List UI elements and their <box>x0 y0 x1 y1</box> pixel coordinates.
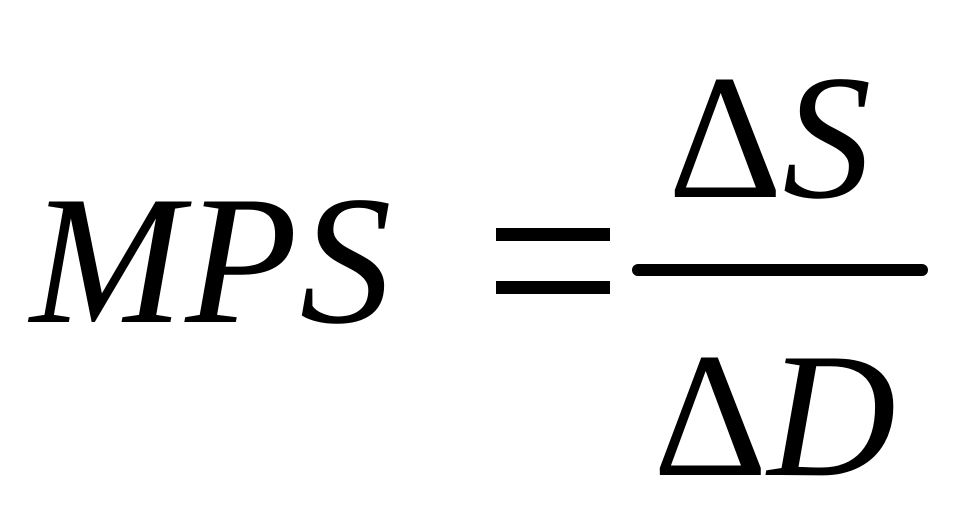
equation-lhs: MPS <box>30 158 394 362</box>
denominator-variable: D <box>767 316 897 513</box>
equals-bottom-bar <box>496 281 610 294</box>
fraction-bar <box>632 264 928 276</box>
numerator-variable: S <box>782 38 872 236</box>
numerator-delta: Δ <box>668 38 783 236</box>
fraction-numerator: ΔS <box>668 48 871 226</box>
equals-top-bar <box>496 228 610 241</box>
equals-sign <box>496 228 610 294</box>
fraction-denominator: ΔD <box>653 326 896 504</box>
denominator-delta: Δ <box>653 316 768 513</box>
